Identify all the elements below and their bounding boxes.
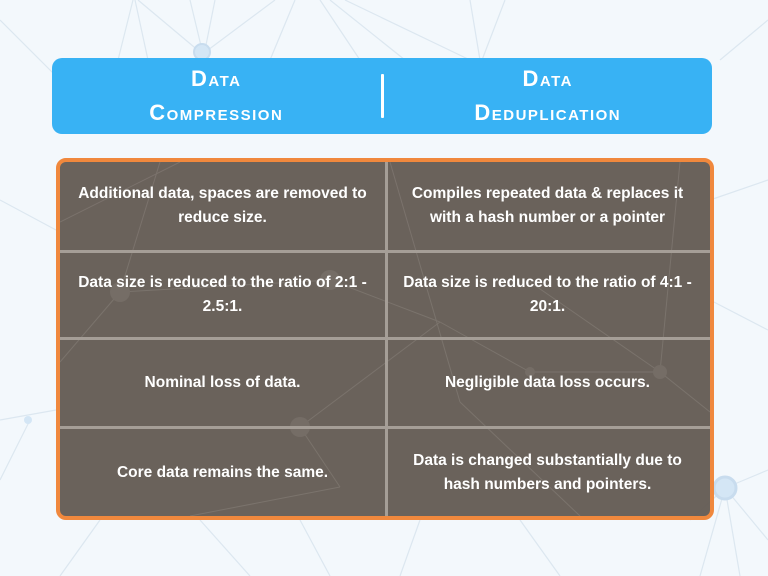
comparison-table: Additional data, spaces are removed to r… [56,158,714,520]
column-divider [385,162,388,516]
header-left-line2: Compression [149,100,284,125]
table-row: Nominal loss of data. Negligible data lo… [60,340,710,426]
compression-cell: Nominal loss of data. [144,374,301,391]
comparison-header: Data Compression Data Deduplication [52,58,712,134]
deduplication-cell: Compiles repeated data & replaces it wit… [411,185,684,226]
deduplication-cell: Data size is reduced to the ratio of 4:1… [403,274,692,315]
header-left-line1: Data [191,66,242,91]
table-row: Additional data, spaces are removed to r… [60,162,710,250]
table-network-overlay [60,162,710,516]
header-data-compression: Data Compression [52,62,381,130]
table-row: Data size is reduced to the ratio of 2:1… [60,253,710,337]
compression-cell: Additional data, spaces are removed to r… [78,185,367,226]
table-row: Core data remains the same. Data is chan… [60,429,710,516]
header-divider [380,74,384,118]
compression-cell: Data size is reduced to the ratio of 2:1… [78,274,367,315]
header-right-line1: Data [522,66,573,91]
deduplication-cell: Data is changed substantially due to has… [413,451,682,493]
compression-cell: Core data remains the same. [116,463,329,481]
header-right-line2: Deduplication [474,100,622,125]
deduplication-cell: Negligible data loss occurs. [444,374,650,391]
header-data-deduplication: Data Deduplication [384,62,713,130]
